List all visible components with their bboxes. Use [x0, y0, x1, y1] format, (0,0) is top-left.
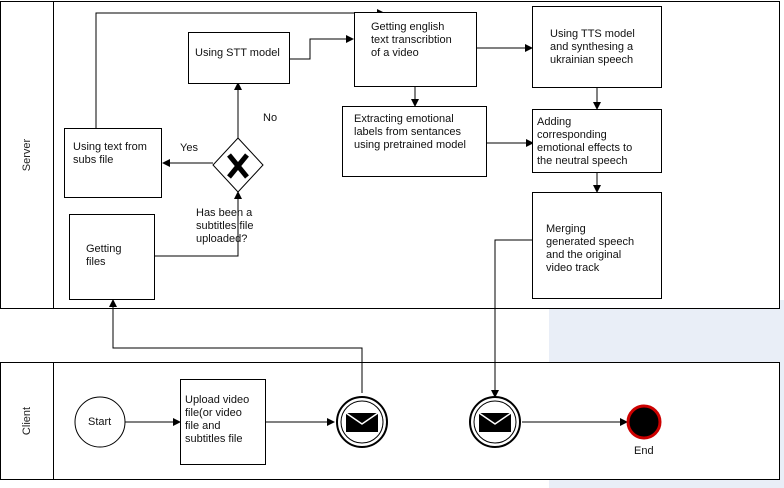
- task-using-stt-model-label: Using STT model: [195, 47, 280, 59]
- gateway-yes-label: Yes: [180, 142, 198, 154]
- exclusive-gateway: [212, 137, 264, 193]
- receive-message-event: [469, 396, 521, 448]
- flow-merging-to-message: [491, 239, 548, 398]
- task-using-text-from-subs-label: Using text from subs file: [73, 141, 147, 166]
- task-adding-emotional-effects-label: Adding corresponding emotional effects t…: [537, 116, 633, 167]
- task-using-tts-model: Using TTS model and synthesing a ukraini…: [532, 6, 662, 88]
- server-lane-label: Server: [1, 2, 54, 308]
- task-merging-speech-video-label: Merging generated speech and the origina…: [546, 223, 635, 274]
- task-getting-files: Getting files: [69, 214, 155, 300]
- envelope-icon: [478, 412, 512, 432]
- gateway-x-icon: [227, 153, 249, 179]
- task-getting-english-transcription-label: Getting english text transcribtion of a …: [371, 21, 452, 59]
- task-adding-emotional-effects: Adding corresponding emotional effects t…: [532, 109, 662, 173]
- end-event: [626, 404, 662, 440]
- task-extracting-emotional-labels: Extracting emotional labels from sentanc…: [342, 106, 487, 177]
- task-using-stt-model: Using STT model: [188, 32, 290, 84]
- send-message-event: [336, 396, 388, 448]
- end-event-label: End: [634, 445, 654, 457]
- task-upload-video-file-label: Upload video file(or video file and subt…: [185, 394, 250, 445]
- client-lane-label: Client: [1, 363, 54, 479]
- task-getting-english-transcription: Getting english text transcribtion of a …: [354, 12, 477, 87]
- flow-stt-to-transcription: [290, 35, 354, 60]
- start-event: [74, 396, 126, 448]
- start-event-label: Start: [88, 416, 112, 428]
- task-merging-speech-video: Merging generated speech and the origina…: [532, 192, 662, 299]
- task-getting-files-label: Getting files: [86, 243, 122, 268]
- task-using-text-from-subs: Using text from subs file: [64, 128, 162, 198]
- gateway-question-label: Has been a subtitles file uploaded?: [196, 207, 254, 245]
- flow-getting-files-to-gateway: [155, 191, 242, 257]
- task-using-tts-model-label: Using TTS model and synthesing a ukraini…: [550, 28, 635, 66]
- envelope-icon: [345, 412, 379, 432]
- flow-message-to-getting-files: [109, 299, 363, 393]
- gateway-no-label: No: [263, 112, 278, 124]
- task-upload-video-file: Upload video file(or video file and subt…: [180, 379, 266, 465]
- flow-subs-to-transcription: [95, 9, 385, 128]
- task-extracting-emotional-labels-label: Extracting emotional labels from sentanc…: [354, 113, 466, 151]
